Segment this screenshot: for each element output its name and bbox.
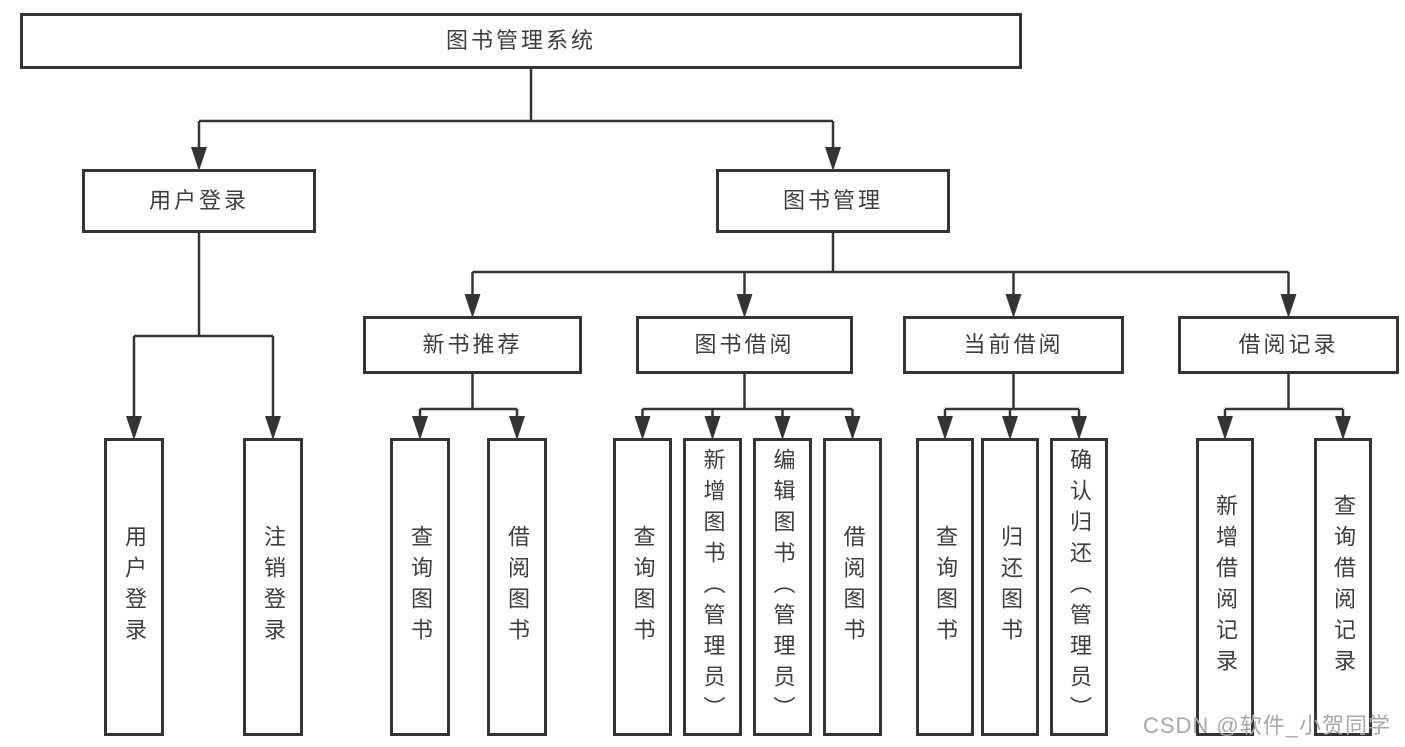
leaf-cb-confirm-return-admin: 确认归还（管理员） — [1050, 438, 1108, 736]
leaf-bb-edit-books-admin: 编辑图书（管理员） — [753, 438, 812, 736]
leaf-bb-query-books: 查询图书 — [613, 438, 672, 736]
leaf-bb-borrow-books-label: 借阅图书 — [840, 525, 866, 649]
leaf-bb-edit-books-admin-label: 编辑图书（管理员） — [770, 447, 796, 727]
leaf-cb-confirm-return-admin-label: 确认归还（管理员） — [1067, 447, 1092, 727]
leaf-cb-query-books-label: 查询图书 — [933, 525, 958, 649]
leaf-user-login-label: 用户登录 — [122, 525, 147, 649]
node-book-management: 图书管理 — [716, 169, 950, 233]
leaf-bb-borrow-books: 借阅图书 — [823, 438, 882, 736]
leaf-cb-return-books: 归还图书 — [981, 438, 1039, 736]
node-current-borrowing-label: 当前借阅 — [963, 332, 1064, 357]
leaf-br-query-record: 查询借阅记录 — [1314, 438, 1372, 736]
leaf-br-add-record-label: 新增借阅记录 — [1213, 494, 1238, 680]
node-book-borrowing: 图书借阅 — [636, 316, 853, 374]
node-library-system: 图书管理系统 — [20, 13, 1022, 69]
leaf-cb-query-books: 查询图书 — [916, 438, 974, 736]
node-user-login-label: 用户登录 — [148, 188, 249, 213]
node-borrow-records: 借阅记录 — [1178, 316, 1399, 374]
node-new-book-recommend-label: 新书推荐 — [422, 332, 523, 357]
leaf-bb-add-books-admin-label: 新增图书（管理员） — [700, 447, 726, 727]
leaf-user-login: 用户登录 — [104, 438, 164, 736]
arrowhead-icons — [126, 147, 1351, 440]
leaf-bb-query-books-label: 查询图书 — [630, 525, 656, 649]
node-book-management-label: 图书管理 — [782, 188, 883, 213]
leaf-nb-query-books: 查询图书 — [390, 438, 450, 736]
leaf-nb-query-books-label: 查询图书 — [408, 525, 433, 649]
leaf-nb-borrow-books: 借阅图书 — [487, 438, 547, 736]
node-user-login: 用户登录 — [82, 169, 316, 233]
watermark: CSDN @软件_小贺同学 — [1142, 713, 1391, 738]
leaf-cb-return-books-label: 归还图书 — [998, 525, 1023, 649]
leaf-logout: 注销登录 — [243, 438, 303, 736]
node-borrow-records-label: 借阅记录 — [1238, 332, 1339, 357]
node-new-book-recommend: 新书推荐 — [363, 316, 582, 374]
leaf-br-add-record: 新增借阅记录 — [1196, 438, 1254, 736]
node-book-borrowing-label: 图书借阅 — [694, 332, 795, 357]
leaf-nb-borrow-books-label: 借阅图书 — [505, 525, 530, 649]
node-current-borrowing: 当前借阅 — [903, 316, 1124, 374]
leaf-bb-add-books-admin: 新增图书（管理员） — [683, 438, 742, 736]
leaf-br-query-record-label: 查询借阅记录 — [1331, 494, 1356, 680]
leaf-logout-label: 注销登录 — [261, 525, 286, 649]
node-library-system-label: 图书管理系统 — [445, 28, 596, 53]
